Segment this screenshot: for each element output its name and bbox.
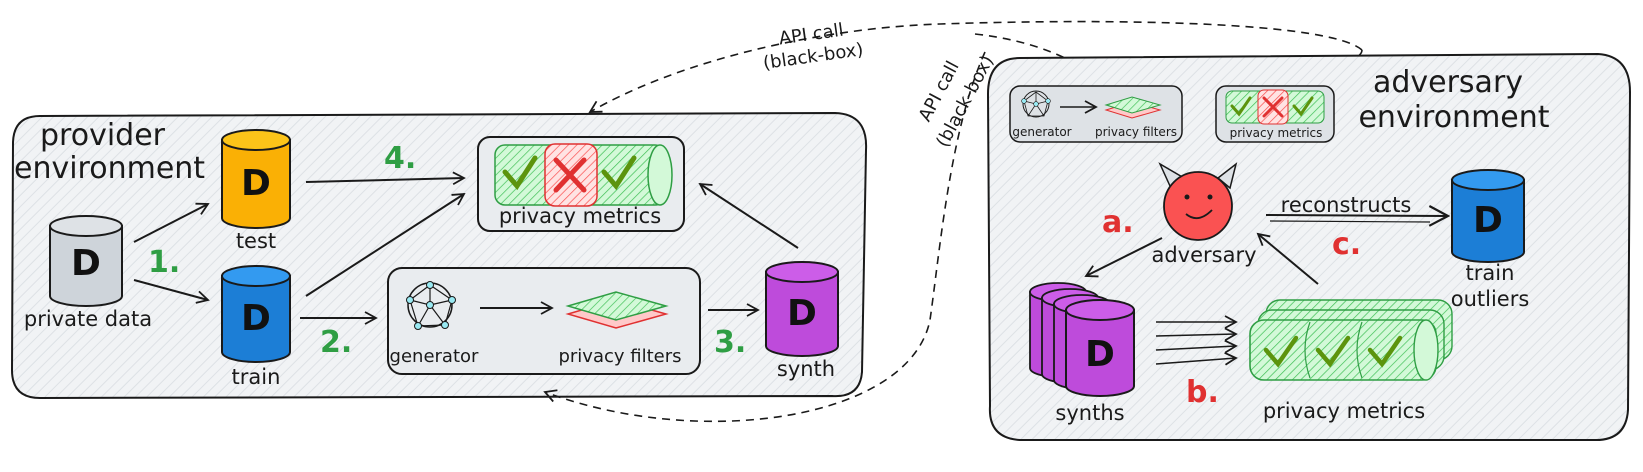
synths-cylinders: D [1029, 282, 1135, 397]
network-icon [406, 281, 456, 330]
train-letter: D [241, 298, 271, 339]
train-outliers-letter: D [1473, 200, 1503, 241]
provider-environment: provider environment D private data D te… [10, 111, 868, 400]
adversary-environment: adversary environment generator privacy … [986, 52, 1632, 441]
mini-privacy-metrics-box: privacy metrics [1215, 85, 1335, 143]
train-outliers-cylinder: D [1451, 169, 1525, 263]
step-b: b. [1186, 375, 1219, 410]
api-call-arrow-to-provider-metrics [588, 20, 1363, 113]
train-label: train [232, 365, 281, 389]
adversary-environment-box [986, 52, 1632, 441]
mini-generator-label: generator [1012, 125, 1071, 139]
arrow-adversary-to-synths [1084, 237, 1163, 278]
privacy-filters-label: privacy filters [558, 346, 681, 367]
generation-box: generator privacy filters [387, 267, 701, 375]
check-icon [1367, 335, 1403, 368]
test-cylinder: D [221, 129, 291, 229]
arrow-synth-to-metrics [698, 182, 799, 249]
step-a: a. [1102, 205, 1134, 240]
mini-filters-label: privacy filters [1095, 125, 1177, 139]
synth-label: synth [777, 357, 835, 381]
adversary-face-icon [1158, 162, 1238, 241]
synth-cylinder: D [765, 261, 839, 357]
generator-label: generator [390, 346, 479, 367]
private-data-cylinder: D [49, 215, 123, 307]
test-letter: D [241, 163, 271, 204]
check-icon [1230, 96, 1252, 117]
provider-title-line2: environment [14, 151, 205, 186]
privacy-metrics-label: privacy metrics [499, 204, 661, 228]
filters-icon [565, 291, 669, 329]
step-1: 1. [148, 245, 180, 280]
check-icon [1315, 335, 1351, 368]
step-c: c. [1332, 227, 1361, 262]
synth-letter: D [787, 293, 817, 334]
synths-letter: D [1085, 334, 1115, 375]
mini-generation-box: generator privacy filters [1009, 85, 1183, 143]
train-cylinder: D [221, 265, 291, 363]
arrow-private-to-train [133, 279, 210, 304]
check-icon [1263, 335, 1299, 368]
test-label: test [236, 229, 276, 253]
check-icon [502, 155, 538, 191]
mini-privacy-metrics-label: privacy metrics [1230, 126, 1323, 140]
provider-title-line1: provider [40, 118, 166, 153]
cross-icon [553, 157, 587, 193]
api-call-arrow-to-mini-generator [974, 33, 1100, 82]
adversary-metrics-label: privacy metrics [1263, 399, 1425, 423]
arrows-synths-to-metrics [1155, 315, 1238, 366]
reconstructs-label: reconstructs [1281, 193, 1412, 217]
check-icon [1292, 96, 1314, 117]
mini-filters-icon [1104, 96, 1162, 119]
step-2: 2. [320, 325, 352, 360]
private-data-label: private data [24, 307, 152, 331]
arrow-train-to-metrics [305, 192, 466, 297]
privacy-metrics-box: privacy metrics [477, 136, 685, 232]
check-icon [601, 155, 637, 191]
arrow-private-to-test [133, 202, 210, 243]
private-data-letter: D [71, 243, 101, 284]
adversary-label: adversary [1151, 243, 1256, 267]
api-call-arrow-to-provider-generator [543, 51, 986, 423]
train-outliers-label-2: outliers [1451, 287, 1530, 311]
synths-label: synths [1055, 401, 1124, 425]
network-icon [1021, 90, 1051, 118]
step-3: 3. [714, 325, 746, 360]
adversary-title-line1: adversary [1373, 65, 1523, 100]
arrow-test-to-metrics [305, 171, 466, 186]
adversary-title-line2: environment [1358, 100, 1549, 135]
step-4: 4. [384, 141, 416, 176]
arrow-metrics-to-adversary [1256, 232, 1319, 285]
cross-icon [1262, 96, 1284, 118]
arrow-reconstructs [1265, 215, 1448, 216]
train-outliers-label-1: train [1466, 261, 1515, 285]
adversary-privacy-metrics [1249, 299, 1453, 381]
